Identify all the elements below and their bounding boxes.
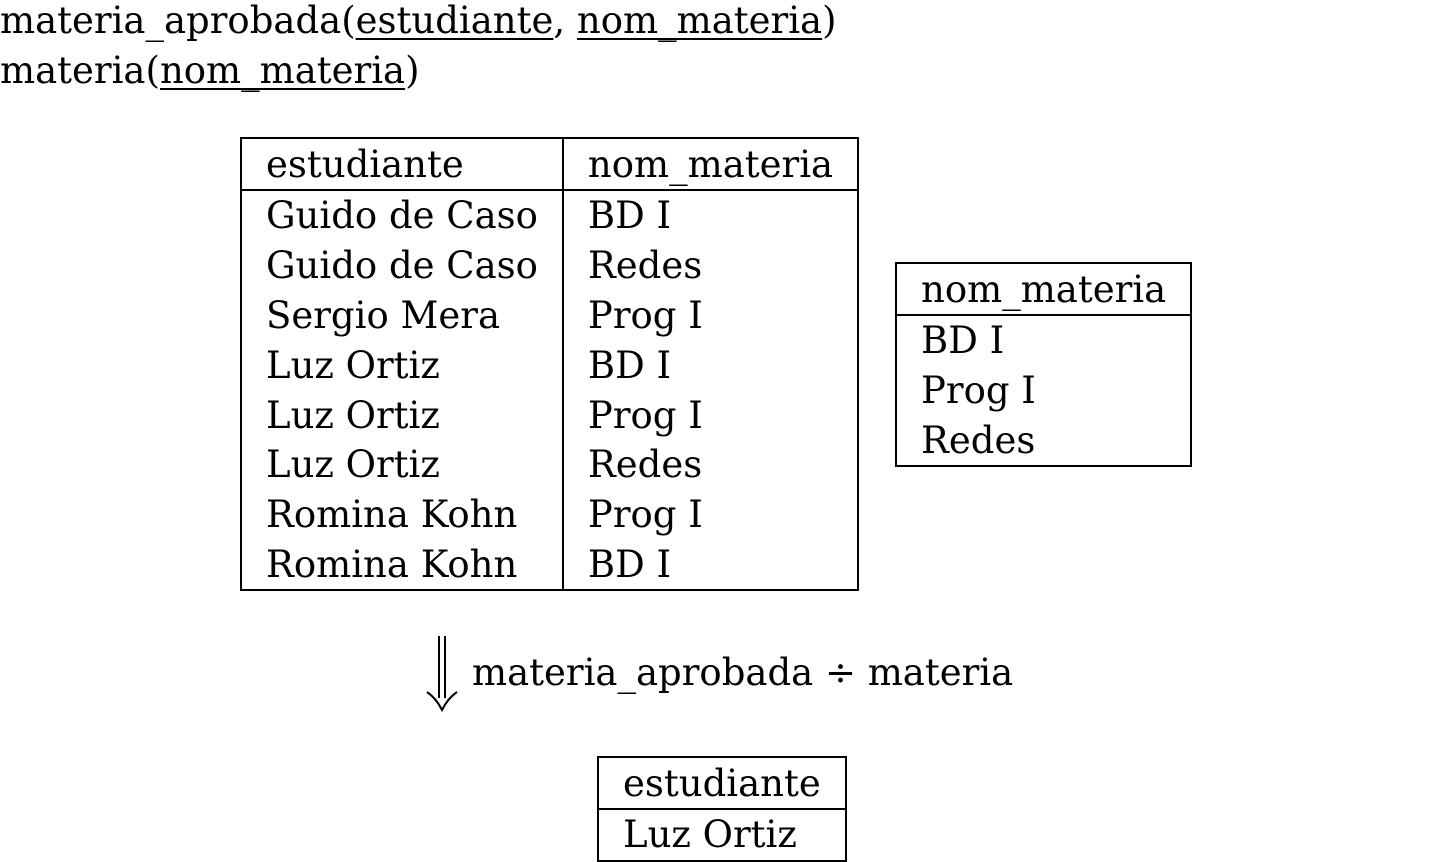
cell-estudiante: Guido de Caso <box>241 190 564 241</box>
materia-aprobada-table: estudiante nom_materia Guido de Caso BD I… <box>240 137 860 592</box>
schema-materia-aprobada: materia_aprobada(estudiante, nom_materia… <box>0 2 837 39</box>
result-table: estudiante Luz Ortiz <box>597 756 847 862</box>
table-row: Sergio Mera Prog I <box>241 290 858 341</box>
header-row: nom_materia <box>896 263 1192 316</box>
table-row: Luz Ortiz BD I <box>241 340 858 391</box>
schema-key-nom-materia: nom_materia <box>576 0 823 42</box>
double-down-arrow-icon <box>426 636 458 712</box>
cell-nom-materia: Prog I <box>587 293 703 337</box>
cell-estudiante: Romina Kohn <box>241 539 564 591</box>
division-expression: materia_aprobada ÷ materia <box>472 651 1014 694</box>
cell-estudiante: Luz Ortiz <box>241 340 564 391</box>
cell-nom-materia: Prog I <box>587 393 703 437</box>
cell-estudiante: Sergio Mera <box>241 290 564 341</box>
table-row: Romina Kohn BD I <box>241 539 858 591</box>
table-row: Redes <box>896 416 1191 467</box>
cell-nom-materia: BD I <box>921 319 1005 363</box>
cell-nom-materia: Redes <box>587 443 703 487</box>
table-row: BD I <box>896 315 1191 366</box>
cell-nom-materia: BD I <box>587 343 672 387</box>
cell-nom-materia: Prog I <box>587 493 703 537</box>
schema-open-paren: ( <box>145 49 160 92</box>
cell-nom-materia: Redes <box>587 244 703 288</box>
cell-nom-materia: BD I <box>587 194 672 238</box>
cell-estudiante: Luz Ortiz <box>241 390 564 440</box>
schema-separator: , <box>553 0 577 42</box>
table-row: Luz Ortiz <box>598 809 846 861</box>
cell-estudiante: Luz Ortiz <box>241 439 564 490</box>
header-row: estudiante nom_materia <box>241 138 859 191</box>
table-row: Prog I <box>896 366 1191 416</box>
materia-table: nom_materia BD I Prog I Redes <box>895 262 1193 468</box>
schema-close-paren: ) <box>822 0 837 42</box>
header-estudiante: estudiante <box>598 757 846 810</box>
cell-estudiante: Guido de Caso <box>241 240 564 291</box>
table-row: Luz Ortiz Redes <box>241 439 858 490</box>
cell-nom-materia: Redes <box>921 418 1036 462</box>
header-nom-materia: nom_materia <box>896 263 1192 316</box>
header-row: estudiante <box>598 757 846 810</box>
cell-nom-materia: BD I <box>587 542 672 586</box>
schema-name: materia <box>0 49 146 92</box>
table-row: Luz Ortiz Prog I <box>241 390 858 440</box>
cell-estudiante: Romina Kohn <box>241 489 564 540</box>
schema-key-nom-materia: nom_materia <box>159 49 406 92</box>
schema-open-paren: ( <box>341 0 356 42</box>
table-row: Guido de Caso Redes <box>241 240 858 291</box>
schema-close-paren: ) <box>405 49 420 92</box>
table-row: Guido de Caso BD I <box>241 190 858 241</box>
cell-nom-materia: Prog I <box>921 369 1036 413</box>
table-row: Romina Kohn Prog I <box>241 489 858 540</box>
header-nom-materia: nom_materia <box>562 138 859 191</box>
schema-materia: materia(nom_materia) <box>0 52 420 89</box>
cell-estudiante: Luz Ortiz <box>623 813 797 857</box>
header-estudiante: estudiante <box>241 138 564 191</box>
schema-key-estudiante: estudiante <box>355 0 554 42</box>
schema-name: materia_aprobada <box>0 0 342 42</box>
